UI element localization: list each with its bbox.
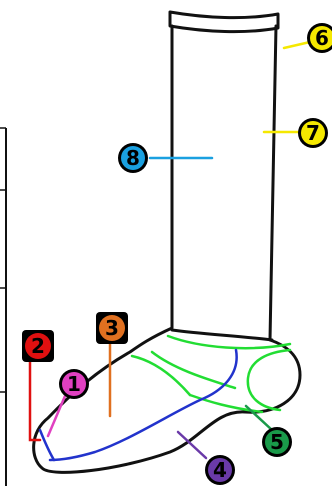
sock-body	[32, 24, 302, 474]
callout-5: 5	[262, 427, 292, 457]
callout-3: 3	[96, 312, 128, 344]
leader-4	[176, 430, 208, 460]
callout-7: 7	[298, 118, 328, 148]
blue-sole-line	[48, 348, 238, 462]
sock-cuff	[168, 10, 280, 34]
green-toe-curve	[150, 350, 237, 390]
callout-number-7: 7	[306, 121, 320, 145]
sock-seams	[38, 328, 292, 462]
callout-number-8: 8	[126, 146, 140, 170]
callout-6: 6	[307, 23, 332, 53]
leader-6	[282, 40, 312, 50]
leader-lines	[28, 40, 312, 460]
leader-2	[28, 356, 42, 442]
callout-4: 4	[205, 455, 235, 485]
sock-outline	[32, 10, 302, 474]
callout-number-3: 3	[105, 316, 119, 340]
green-heel-lower	[188, 393, 264, 414]
callout-number-1: 1	[67, 372, 81, 396]
callout-number-2: 2	[31, 334, 45, 358]
green-heel-curve	[246, 348, 292, 412]
callout-8: 8	[118, 143, 148, 173]
green-ankle-top	[166, 334, 292, 350]
callout-2: 2	[22, 330, 54, 362]
ankle-band-line	[170, 328, 274, 342]
callout-number-5: 5	[270, 430, 284, 454]
callout-number-4: 4	[213, 458, 227, 482]
callout-number-6: 6	[315, 26, 329, 50]
blue-toe-line	[38, 428, 56, 462]
callouts: 12 3 4 5 6 7 8	[22, 23, 332, 485]
leader-5	[244, 404, 274, 432]
left-frame	[0, 127, 7, 486]
leader-1	[46, 394, 67, 438]
callout-1: 1	[59, 369, 89, 399]
green-toe-left	[130, 354, 192, 397]
